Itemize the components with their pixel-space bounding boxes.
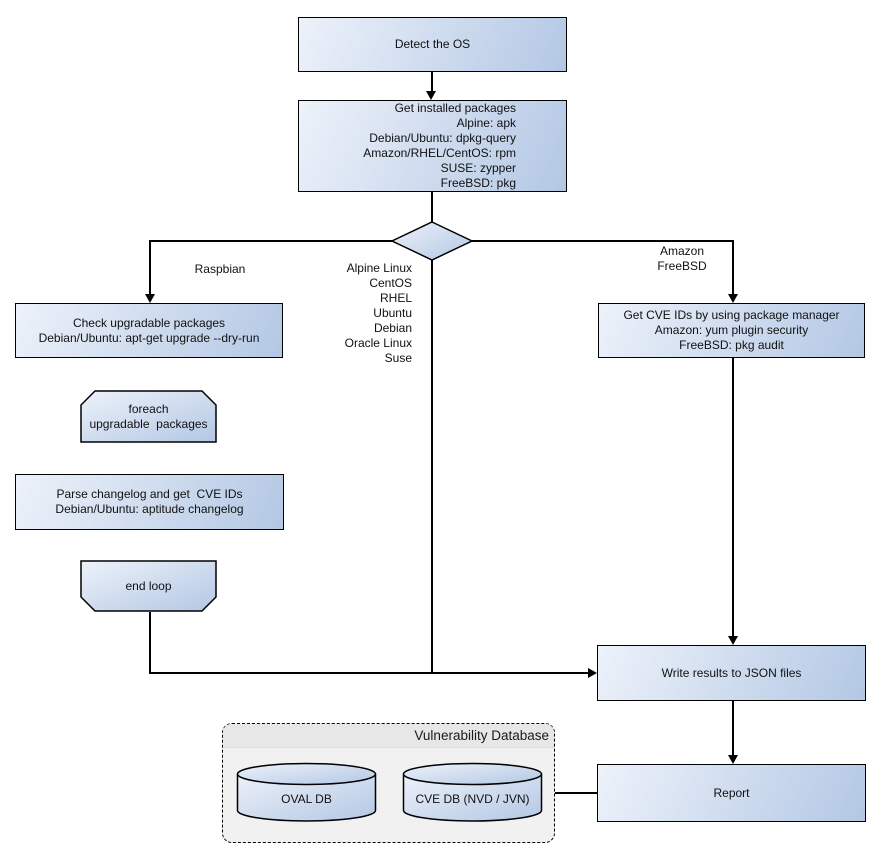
flow-node-end-loop: end loop: [80, 560, 217, 612]
arrowhead-down-icon: [728, 294, 738, 303]
connector-left-down: [149, 240, 151, 294]
connector-diamond-middle-down: [431, 260, 433, 673]
node-line: FreeBSD: pkg: [440, 176, 516, 190]
node-label: end loop: [125, 578, 172, 593]
connector-endloop-down: [149, 612, 151, 673]
arrowhead-down-icon: [426, 91, 436, 100]
connector-getcve-to-write: [732, 358, 734, 636]
node-line: Check upgradable packages: [72, 315, 226, 330]
loop-end-shape: [80, 560, 217, 612]
node-line: Amazon/RHEL/CentOS: rpm: [363, 146, 516, 160]
flow-node-detect-os: Detect the OS: [298, 17, 567, 72]
node-line: Debian/Ubuntu: apt-get upgrade --dry-run: [38, 330, 260, 345]
arrowhead-down-icon: [728, 636, 738, 645]
connector-detect-to-packages: [431, 72, 433, 93]
flow-node-get-installed-packages: Get installed packages Alpine: apk Debia…: [298, 100, 567, 192]
flow-node-get-cve-ids: Get CVE IDs by using package manager Ama…: [598, 303, 865, 358]
cylinder-label: CVE DB (NVD / JVN): [415, 791, 530, 806]
node-text: end loop: [80, 560, 217, 612]
database-cylinder-oval: OVAL DB: [236, 762, 377, 823]
node-line: Debian/Ubuntu: aptitude changelog: [55, 502, 244, 516]
cylinder-shape: [402, 762, 543, 822]
edge-label-os-list: Alpine Linux CentOS RHEL Ubuntu Debian O…: [344, 261, 412, 365]
flow-node-foreach-loop: foreach upgradable packages: [80, 390, 217, 443]
node-label: Write results to JSON files: [661, 665, 802, 680]
connector-write-to-report: [732, 701, 734, 755]
flow-node-parse-changelog: Parse changelog and get CVE IDs Debian/U…: [15, 474, 284, 530]
decision-diamond: [390, 220, 474, 262]
node-line: Get installed packages: [394, 101, 516, 115]
node-text: foreach upgradable packages: [80, 390, 217, 443]
node-label: Report: [713, 785, 750, 800]
node-line: upgradable packages: [89, 416, 208, 431]
diamond-shape: [390, 221, 474, 261]
arrowhead-right-icon: [588, 668, 597, 678]
flow-node-write-results-json: Write results to JSON files: [597, 645, 866, 701]
edge-label-amazon-freebsd: Amazon FreeBSD: [657, 244, 707, 273]
connector-right-down: [732, 240, 734, 294]
arrowhead-down-icon: [145, 294, 155, 303]
node-line: Get CVE IDs by using package manager: [623, 308, 840, 322]
node-line: SUSE: zypper: [440, 161, 516, 175]
flow-node-check-upgradable-packages: Check upgradable packages Debian/Ubuntu:…: [15, 303, 283, 358]
cylinder-label: OVAL DB: [281, 791, 332, 806]
connector-diamond-right: [472, 240, 733, 242]
node-line: Debian/Ubuntu: dpkg-query: [369, 131, 516, 145]
node-line: foreach: [128, 401, 169, 416]
node-line: Parse changelog and get CVE IDs: [56, 487, 243, 501]
connector-packages-to-diamond: [431, 192, 433, 222]
database-cylinder-cvedb: CVE DB (NVD / JVN): [402, 762, 543, 823]
connector-diamond-left: [150, 240, 392, 242]
connector-db-to-report: [555, 792, 597, 794]
node-line: FreeBSD: pkg audit: [679, 338, 784, 352]
flow-node-report: Report: [597, 764, 866, 822]
node-line: Amazon: yum plugin security: [654, 323, 809, 337]
node-label: Detect the OS: [394, 37, 471, 51]
connector-merge-to-write: [149, 672, 589, 674]
loop-begin-shape: [80, 390, 217, 443]
arrowhead-down-icon: [728, 755, 738, 764]
cylinder-shape: [236, 762, 377, 822]
container-title: Vulnerability Database: [223, 724, 554, 748]
node-line: Alpine: apk: [456, 116, 516, 130]
edge-label-raspbian: Raspbian: [194, 262, 246, 276]
